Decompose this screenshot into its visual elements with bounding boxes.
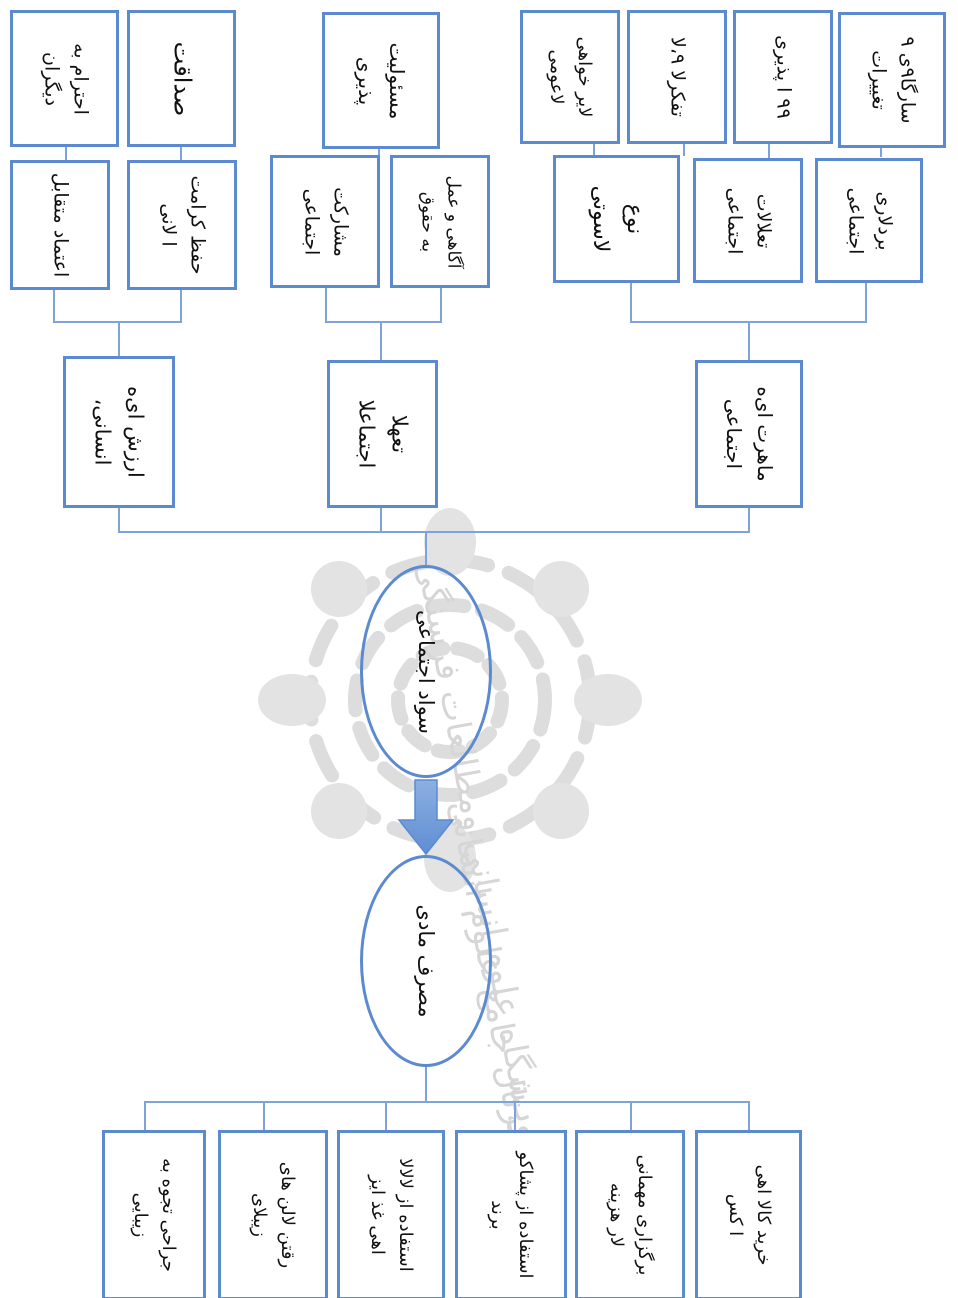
connector-line (325, 288, 327, 322)
node-participation: مشارکت اجتماعی (270, 155, 380, 288)
connector-line (865, 282, 867, 322)
node-label: جراحی تجوه به زیبایی (130, 1158, 179, 1272)
node-responsibility: مسئولیت پذیری (322, 12, 440, 149)
node-label: مصرف مادی (414, 904, 438, 1018)
node-supplements: استفاده از لالالا اهی غذ ایز (337, 1130, 445, 1298)
node-label: نوع لاسوتی (587, 185, 647, 253)
connector-line (144, 1101, 146, 1131)
node-analysis: تفکرلا ۹،لا (627, 10, 727, 144)
node-acceptance: ۹۹ ا پذیری (733, 10, 833, 144)
connector-line (325, 321, 442, 323)
node-label: مشارکت اجتماعی (300, 186, 352, 257)
node-label: بردلاری اجتماعی (844, 187, 896, 254)
connector-line (180, 145, 182, 165)
node-luxury-goods: خرید کالا اهی ا کس (695, 1130, 802, 1298)
node-label: لاير خواهی لاعومی (546, 36, 595, 118)
connector-line (880, 145, 882, 157)
node-label: برگزاری مهمانی لار هزینه (606, 1154, 655, 1276)
node-adaptation: سارگا۹ی ۹ تغییرات (838, 12, 946, 148)
node-social-commitments: تعهلا اجتماعلا (327, 360, 438, 508)
connector-line (144, 1101, 750, 1103)
node-label: احترام به دیگران (39, 42, 91, 115)
node-respect: احترام به دیگران (10, 10, 119, 147)
node-tolerance: بردلاری اجتماعی (815, 158, 923, 283)
node-label: ماهرت ای‌ه اجتماعی (722, 380, 777, 482)
connector-line (440, 288, 442, 322)
node-human-values: ارزش ای‌ه انسانی، (63, 356, 175, 508)
node-label: استفاده از لالالا اهی غذ ایز (367, 1158, 416, 1272)
node-label: خرید کالا اهی ا کس (724, 1164, 774, 1266)
connector-line (118, 508, 120, 532)
connector-line (630, 1101, 632, 1131)
node-social-skills: ماهرت ای‌ه اجتماعی (695, 360, 803, 508)
connector-line (593, 142, 595, 156)
node-label: مسئولیت پذیری (354, 42, 409, 119)
node-interactions: تعلالات اجتماعی (693, 158, 803, 283)
node-beauty-care: رقتن لالن های زیبلای (218, 1130, 328, 1298)
connector-line (748, 1101, 750, 1131)
node-label: صداقت (168, 41, 197, 116)
node-label: استفاده از پشاکو برند (487, 1151, 536, 1279)
connector-line (118, 531, 750, 533)
node-social-literacy: سواد اجتماعی (360, 565, 492, 778)
node-label: تعهلا اجتماعلا (354, 399, 412, 469)
connector-line (748, 321, 750, 361)
connector-line (748, 508, 750, 532)
connector-line (380, 508, 382, 532)
connector-line (380, 321, 382, 361)
node-costly-party: برگزاری مهمانی لار هزینه (575, 1130, 685, 1298)
node-label: ارزش ای‌ه انسانی، (91, 379, 148, 478)
node-surgery: جراحی تجوه به زیبایی (102, 1130, 206, 1298)
node-diversity: نوع لاسوتی (553, 155, 680, 283)
connector-line (118, 321, 120, 357)
connector-line (53, 288, 55, 322)
node-dignity: حفظ کرامت ا لانی (127, 160, 237, 290)
connector-line (263, 1101, 265, 1131)
connector-line (180, 288, 182, 322)
node-label: حفظ کرامت ا لانی (157, 175, 209, 275)
node-mutual-trust: اعتماد متقابل (10, 160, 110, 290)
node-honesty: صداقت (127, 10, 236, 147)
connector-line (425, 531, 427, 567)
node-label: رقتن لالن های زیبلای (249, 1161, 298, 1269)
connector-line (53, 321, 182, 323)
node-label: آگاهی و عمل به حقوق (417, 175, 464, 268)
node-label: سواد اجتماعی (414, 609, 438, 734)
node-label: ۹۹ ا پذیری (772, 35, 795, 119)
connector-line (65, 145, 67, 165)
node-material-consumption: مصرف مادی (360, 855, 492, 1067)
connector-line (385, 1101, 387, 1131)
connector-line (768, 142, 770, 158)
connector-line (683, 142, 685, 156)
connector-line (425, 1065, 427, 1102)
arrow-down-icon (397, 779, 455, 856)
node-label: اعتماد متقابل (49, 172, 72, 278)
node-rights-awareness: آگاهی و عمل به حقوق (390, 155, 490, 288)
node-brand-clothing: استفاده از پشاکو برند (455, 1130, 567, 1298)
node-label: تفکرلا ۹،لا (666, 37, 689, 117)
connector-line (630, 282, 632, 322)
connector-line (514, 1101, 516, 1131)
node-label: سارگا۹ی ۹ تغییرات (867, 36, 919, 124)
node-label: تعلالات اجتماعی (723, 187, 775, 254)
node-altruism: لاير خواهی لاعومی (520, 10, 620, 144)
